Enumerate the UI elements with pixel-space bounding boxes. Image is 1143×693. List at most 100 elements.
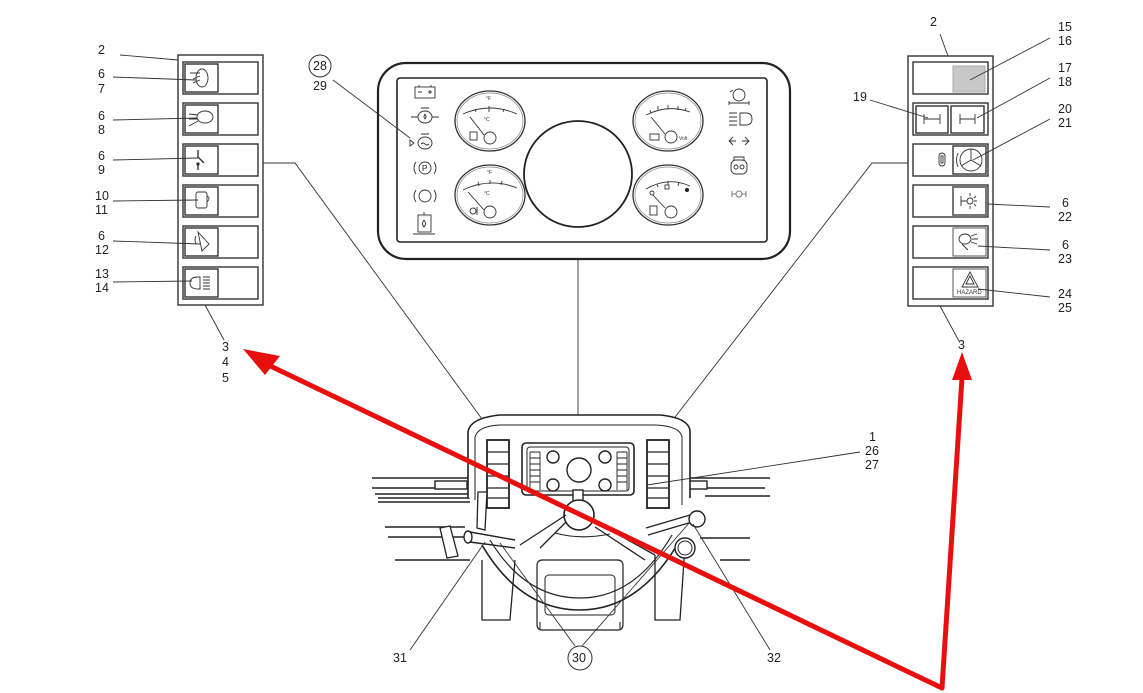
callout: 5 bbox=[222, 371, 229, 385]
callout: 9 bbox=[98, 163, 105, 177]
callout: 10 bbox=[95, 189, 109, 203]
speedometer-dial bbox=[523, 120, 633, 228]
hydraulic-oil-icon bbox=[469, 131, 478, 141]
callout: 19 bbox=[853, 90, 867, 104]
right-switch-5[interactable] bbox=[912, 225, 989, 259]
front-work-light-icon bbox=[958, 233, 978, 251]
left-switch-5[interactable] bbox=[182, 225, 259, 259]
right-switch-panel: HAZARD bbox=[664, 33, 1051, 431]
callout: 3 bbox=[222, 340, 229, 354]
hydraulic-oil-temperature-gauge: °F °C bbox=[454, 90, 526, 152]
callout: 7 bbox=[98, 82, 105, 96]
callout: 13 bbox=[95, 267, 109, 281]
callout: 8 bbox=[98, 123, 105, 137]
callout: 12 bbox=[95, 243, 109, 257]
right-switch-2[interactable] bbox=[912, 102, 989, 136]
callout: 25 bbox=[1058, 301, 1072, 315]
callout-circled: 28 bbox=[313, 59, 327, 73]
callout: 6 bbox=[98, 109, 105, 123]
right-switch-6[interactable]: HAZARD bbox=[912, 266, 989, 300]
callout-left-top: 2 bbox=[98, 43, 105, 57]
right-switch-stack bbox=[646, 439, 670, 509]
differential-lock-icon bbox=[923, 114, 941, 124]
right-switch-3[interactable] bbox=[912, 143, 989, 177]
turn-signal-icon bbox=[728, 136, 750, 146]
callout: 11 bbox=[95, 203, 108, 217]
headlight-icon bbox=[189, 276, 210, 290]
instrument-cluster: P °F °C bbox=[308, 54, 792, 440]
fuel-level-gauge bbox=[632, 164, 704, 226]
callout-circled: 30 bbox=[572, 651, 586, 665]
callout-right-top: 2 bbox=[930, 15, 937, 29]
left-switch-3[interactable] bbox=[182, 143, 259, 177]
right-lever bbox=[645, 510, 706, 559]
callout: 1 bbox=[869, 430, 876, 444]
gauge-unit-label: °F bbox=[487, 170, 492, 176]
callout: 16 bbox=[1058, 34, 1072, 48]
left-switch-panel bbox=[112, 54, 491, 431]
left-lever bbox=[439, 491, 516, 559]
left-callouts: 2 6 7 6 8 6 9 10 11 6 12 13 14 3 4 5 bbox=[95, 43, 229, 385]
blank-plate-icon bbox=[952, 65, 986, 93]
engine-coolant-icon bbox=[409, 133, 433, 150]
callout: 22 bbox=[1058, 210, 1072, 224]
gauge-unit-label: °F bbox=[486, 96, 491, 102]
arrow-head-up-icon bbox=[952, 352, 972, 380]
voltmeter-gauge: Volt bbox=[632, 90, 704, 152]
red-arrow-left bbox=[259, 359, 945, 691]
callout: 27 bbox=[865, 458, 879, 472]
differential-lock-off-icon bbox=[959, 114, 976, 124]
dashboard-callouts: 1 26 27 31 30 32 bbox=[393, 430, 879, 671]
battery-icon bbox=[649, 133, 660, 141]
callout: 6 bbox=[98, 67, 105, 81]
callout: 24 bbox=[1058, 287, 1072, 301]
right-switch-1[interactable] bbox=[912, 61, 989, 95]
hazard-icon bbox=[961, 271, 979, 288]
callout: 6 bbox=[98, 149, 105, 163]
left-switch-1[interactable] bbox=[182, 61, 259, 95]
left-switch-4[interactable] bbox=[182, 184, 259, 218]
left-switch-6[interactable] bbox=[182, 266, 259, 300]
rear-work-light-icon bbox=[960, 193, 977, 209]
battery-charge-icon bbox=[414, 85, 436, 99]
callout: 32 bbox=[767, 651, 781, 665]
callout: 23 bbox=[1058, 252, 1072, 266]
svg-text:P: P bbox=[422, 164, 427, 173]
transmission-icon bbox=[730, 156, 748, 175]
hazard-label: HAZARD bbox=[957, 290, 982, 296]
callout: 18 bbox=[1058, 75, 1072, 89]
callout: 26 bbox=[865, 444, 879, 458]
callout: 17 bbox=[1058, 61, 1072, 75]
callout: 6 bbox=[98, 229, 105, 243]
callout: 15 bbox=[1058, 20, 1072, 34]
hydraulic-oil-icon bbox=[413, 212, 435, 235]
switch-toggle-icon bbox=[196, 150, 205, 170]
left-switch-2[interactable] bbox=[182, 102, 259, 136]
gauge-unit-label: °C bbox=[484, 191, 490, 197]
engine-oil-pressure-icon bbox=[411, 107, 439, 124]
preheat-icon bbox=[728, 88, 750, 105]
red-annotation-arrows bbox=[243, 349, 972, 691]
callout: 21 bbox=[1058, 116, 1072, 130]
gauge-unit-label: Volt bbox=[679, 136, 688, 142]
work-light-icon bbox=[188, 110, 214, 127]
parking-brake-icon: P bbox=[413, 161, 437, 175]
right-switch-4[interactable] bbox=[912, 184, 989, 218]
dashboard-drawing bbox=[372, 414, 861, 651]
callout-circle bbox=[567, 645, 593, 671]
callout: 6 bbox=[1062, 238, 1069, 252]
beacon-light-icon bbox=[194, 230, 210, 252]
service-brake-icon bbox=[413, 189, 437, 203]
left-panel-frame bbox=[177, 54, 264, 306]
gauge-unit-label: °C bbox=[484, 117, 490, 123]
callout: 14 bbox=[95, 281, 109, 295]
fuel-pump-icon bbox=[649, 205, 658, 216]
callout: 29 bbox=[313, 79, 327, 93]
callout: 6 bbox=[1062, 196, 1069, 210]
callout: 4 bbox=[222, 355, 229, 369]
callout-circle bbox=[308, 54, 332, 78]
right-callouts: 2 15 16 17 18 19 20 21 6 22 6 23 24 25 3 bbox=[853, 15, 1072, 352]
red-arrow-right bbox=[939, 375, 965, 691]
steering-wheel bbox=[481, 539, 681, 611]
